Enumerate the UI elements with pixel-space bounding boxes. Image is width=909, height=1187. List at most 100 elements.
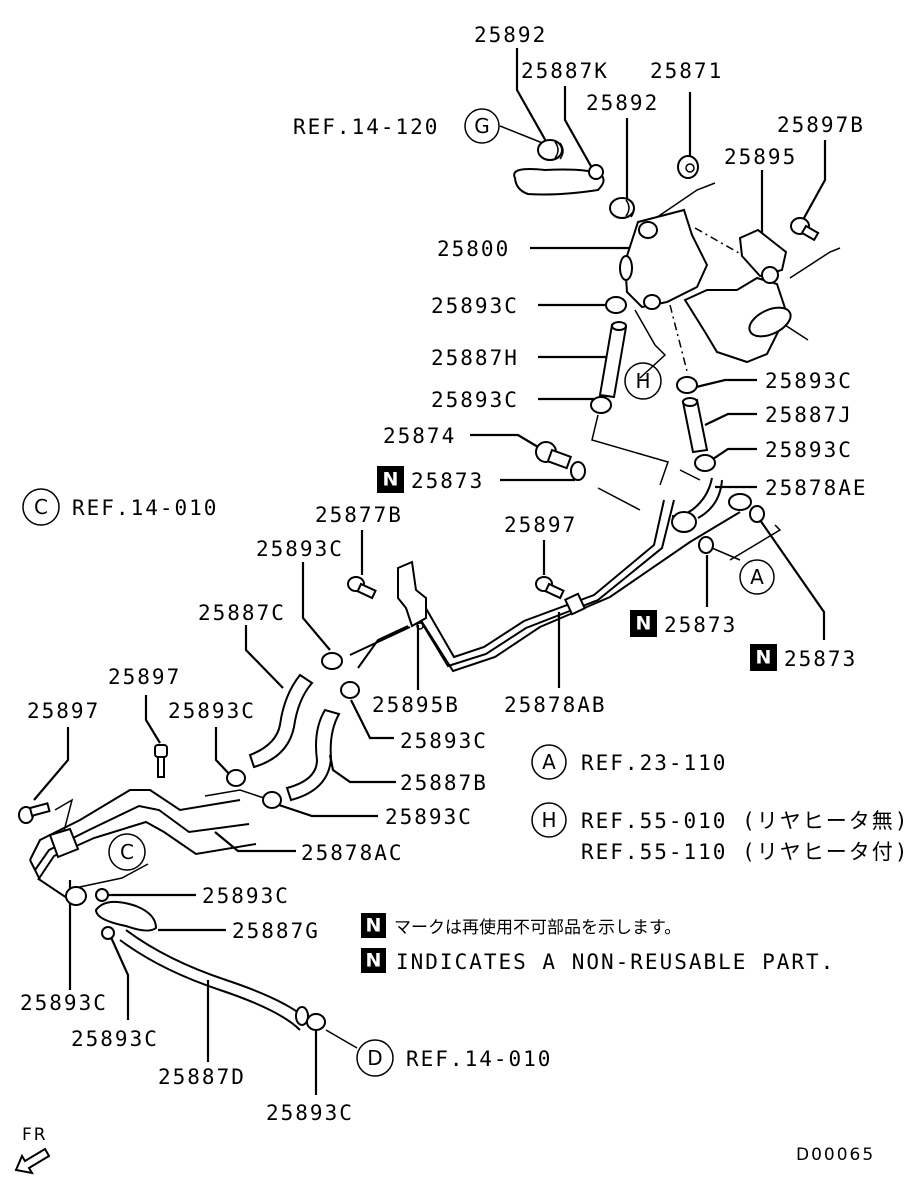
label-25874: 25874	[383, 424, 456, 448]
label-25871: 25871	[650, 59, 723, 83]
label-25897-a: 25897	[504, 513, 577, 537]
part-labels: 25892 25887K 25871 25892 25897B 25895 25…	[20, 23, 868, 1125]
front-direction-indicator: FR	[14, 1125, 51, 1175]
leader-lines-lower	[33, 695, 396, 1095]
label-25878AC: 25878AC	[301, 841, 404, 865]
bolt-25897-b	[154, 744, 168, 778]
clamp-25893C-e	[321, 652, 343, 670]
legend-n-mark-en-text: N	[366, 950, 382, 972]
legend-H-text-2: REF.55-110 (リヤヒータ付)	[581, 840, 909, 864]
clamp-25893C-h	[262, 791, 282, 809]
clamp-25893C-i	[95, 888, 109, 902]
ref-G-circle	[464, 108, 500, 144]
label-25878AE: 25878AE	[765, 476, 868, 500]
ref-A-circle	[739, 559, 775, 595]
washer-25873-c	[749, 505, 765, 523]
n-mark-25873-c	[750, 644, 777, 671]
label-25897B: 25897B	[777, 113, 865, 137]
legend-n-mark-jp	[361, 913, 386, 938]
hose-25887G	[94, 900, 158, 932]
label-25893C-f: 25893C	[168, 699, 256, 723]
washer-25873-b	[698, 536, 714, 554]
non-reusable-marks: N N N	[377, 466, 777, 671]
leader-lines-top	[470, 48, 827, 489]
label-25893C-i: 25893C	[202, 884, 290, 908]
label-25878AB: 25878AB	[504, 693, 607, 717]
n-mark-25873-a	[377, 466, 404, 493]
label-25800: 25800	[437, 237, 510, 261]
hose-25887D	[119, 929, 309, 1031]
ref-C-marker-circle	[108, 833, 146, 871]
label-25887C: 25887C	[198, 601, 286, 625]
label-25893C-e: 25893C	[256, 537, 344, 561]
diagram-code: D00065	[796, 1145, 875, 1165]
label-25895: 25895	[724, 145, 797, 169]
label-25895B: 25895B	[372, 693, 460, 717]
label-25877B: 25877B	[315, 503, 403, 527]
n-mark-25873-b-text: N	[636, 613, 652, 635]
label-25887H: 25887H	[431, 346, 519, 370]
clamp-25892-top	[537, 139, 564, 161]
fr-arrow-icon	[14, 1147, 51, 1175]
ref-H-circle	[624, 362, 662, 400]
legend-english-text: INDICATES A NON-REUSABLE PART.	[396, 950, 835, 974]
hose-25887H	[598, 321, 628, 399]
bracket-25895B	[397, 560, 427, 630]
legend-A-circle	[531, 744, 567, 780]
ref-D-letter: D	[367, 1046, 382, 1070]
ref-A-marker: A	[739, 559, 775, 595]
ref-C-circle	[22, 488, 60, 526]
ref-G-letter: G	[474, 114, 490, 138]
n-mark-25873-a-text: N	[383, 469, 399, 491]
n-mark-25873-c-text: N	[756, 647, 772, 669]
label-25893C-c: 25893C	[765, 369, 853, 393]
label-25887J: 25887J	[765, 403, 853, 427]
n-mark-25873-b	[630, 610, 657, 637]
ref-H-marker: H	[624, 362, 662, 400]
ref-C-top: C REF.14-010	[22, 488, 218, 526]
legend-H-circle	[531, 802, 567, 838]
label-25893C-d: 25893C	[765, 438, 853, 462]
clamp-25893C-c	[676, 376, 698, 394]
legend-A-letter: A	[542, 750, 556, 774]
label-25873-c: 25873	[784, 647, 857, 671]
ref-D-circle	[356, 1039, 394, 1077]
clamp-25893C-g	[226, 769, 246, 787]
clamp-25893C-f	[340, 681, 360, 699]
ref-C-marker-letter: C	[120, 840, 134, 864]
label-25893C-l: 25893C	[266, 1101, 354, 1125]
bolt-25897-a	[535, 576, 565, 600]
pipe-25878AC	[29, 789, 257, 901]
ref-legend-A: A REF.23-110	[531, 744, 725, 780]
legend-n-mark-jp-text: N	[366, 915, 382, 937]
ref-C-letter: C	[34, 495, 48, 519]
pipe-stubs-center	[349, 625, 411, 669]
label-25887D: 25887D	[158, 1065, 246, 1089]
leader-lines-mid	[244, 519, 826, 740]
label-25887B: 25887B	[400, 771, 488, 795]
clamp-25893C-d	[694, 454, 716, 472]
clamp-25893C-k	[101, 926, 115, 940]
legend-H-letter: H	[541, 808, 556, 832]
ref-D-text: REF.14-010	[406, 1047, 552, 1071]
legend-non-reusable: N マークは再使用不可部品を示します。 N INDICATES A NON-RE…	[361, 913, 835, 974]
legend-japanese-text: マークは再使用不可部品を示します。	[394, 917, 681, 938]
ref-legend-H: H REF.55-010 (リヤヒータ無) REF.55-110 (リヤヒータ付…	[531, 802, 909, 864]
hose-25887J	[681, 397, 709, 454]
label-25897-b: 25897	[108, 665, 181, 689]
clamp-25892-mid	[609, 197, 635, 219]
label-25887K: 25887K	[521, 59, 609, 83]
legend-n-mark-en	[361, 948, 386, 973]
label-25897-c: 25897	[27, 699, 100, 723]
hose-25887K	[513, 164, 605, 196]
label-25892-top: 25892	[474, 23, 547, 47]
ref-C-text: REF.14-010	[72, 496, 218, 520]
ref-D: D REF.14-010	[356, 1039, 552, 1077]
label-25893C-j: 25893C	[20, 991, 108, 1015]
bolt-25897B	[790, 217, 820, 242]
clamp-25893C-j	[65, 886, 87, 906]
nut-25871	[677, 155, 699, 179]
label-25893C-b: 25893C	[431, 388, 519, 412]
